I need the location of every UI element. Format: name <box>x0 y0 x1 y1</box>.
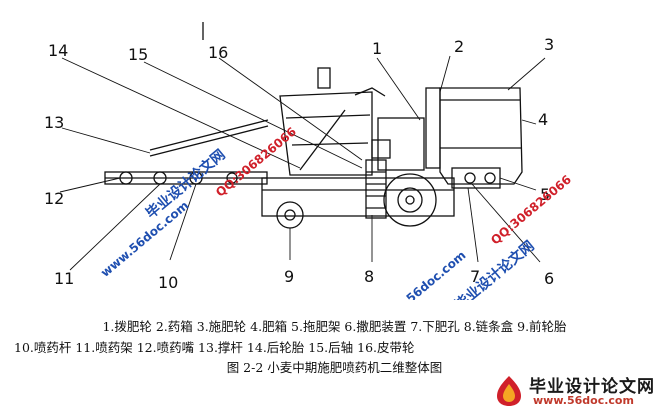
callout-12: 12 <box>44 189 64 208</box>
legend-line-1: 1.拨肥轮 2.药箱 3.施肥轮 4.肥箱 5.拖肥架 6.撒肥装置 7.下肥孔… <box>102 319 567 334</box>
callout-9: 9 <box>284 267 294 286</box>
callout-4: 4 <box>538 110 548 129</box>
brand-logo-icon <box>497 376 521 406</box>
watermark-url-2: www.56doc.com <box>375 248 468 300</box>
callout-7: 7 <box>470 267 480 286</box>
legend-line-2: 10.喷药杆 11.喷药架 12.喷药嘴 13.撑杆 14.后轮胎 15.后轴 … <box>14 340 415 355</box>
figure-caption: 图 2-2 小麦中期施肥喷药机二维整体图 <box>226 360 443 375</box>
watermark-qq-1: QQ:306826066 <box>213 124 299 199</box>
spreader <box>451 167 501 189</box>
chemical-tank <box>279 91 373 176</box>
front-wheel <box>276 201 304 229</box>
callout-10: 10 <box>158 273 178 292</box>
callout-2: 2 <box>454 37 464 56</box>
chassis-frame <box>261 177 455 217</box>
callout-15: 15 <box>128 45 148 64</box>
callout-8: 8 <box>364 267 374 286</box>
strut-rod <box>149 119 269 151</box>
fertilizer-box <box>439 87 523 185</box>
machine-diagram: 1 2 3 4 5 6 7 8 9 10 11 12 13 14 15 16 毕… <box>44 22 574 300</box>
brand-url: www.56doc.com <box>533 394 634 407</box>
callout-5: 5 <box>540 185 550 204</box>
callout-6: 6 <box>544 269 554 288</box>
callout-11: 11 <box>54 269 74 288</box>
watermark-site-2: 毕业设计论文网 <box>452 237 538 300</box>
gearbox <box>377 117 425 171</box>
callout-14: 14 <box>48 41 68 60</box>
callout-1: 1 <box>372 39 382 58</box>
callout-13: 13 <box>44 113 64 132</box>
brand-badge: 毕业设计论文网 www.56doc.com <box>489 370 659 414</box>
callout-3: 3 <box>544 35 554 54</box>
brand-name: 毕业设计论文网 <box>529 377 655 397</box>
ladder <box>365 159 387 219</box>
callout-16: 16 <box>208 43 228 62</box>
rear-wheel <box>383 173 437 227</box>
seat-post <box>317 67 331 89</box>
